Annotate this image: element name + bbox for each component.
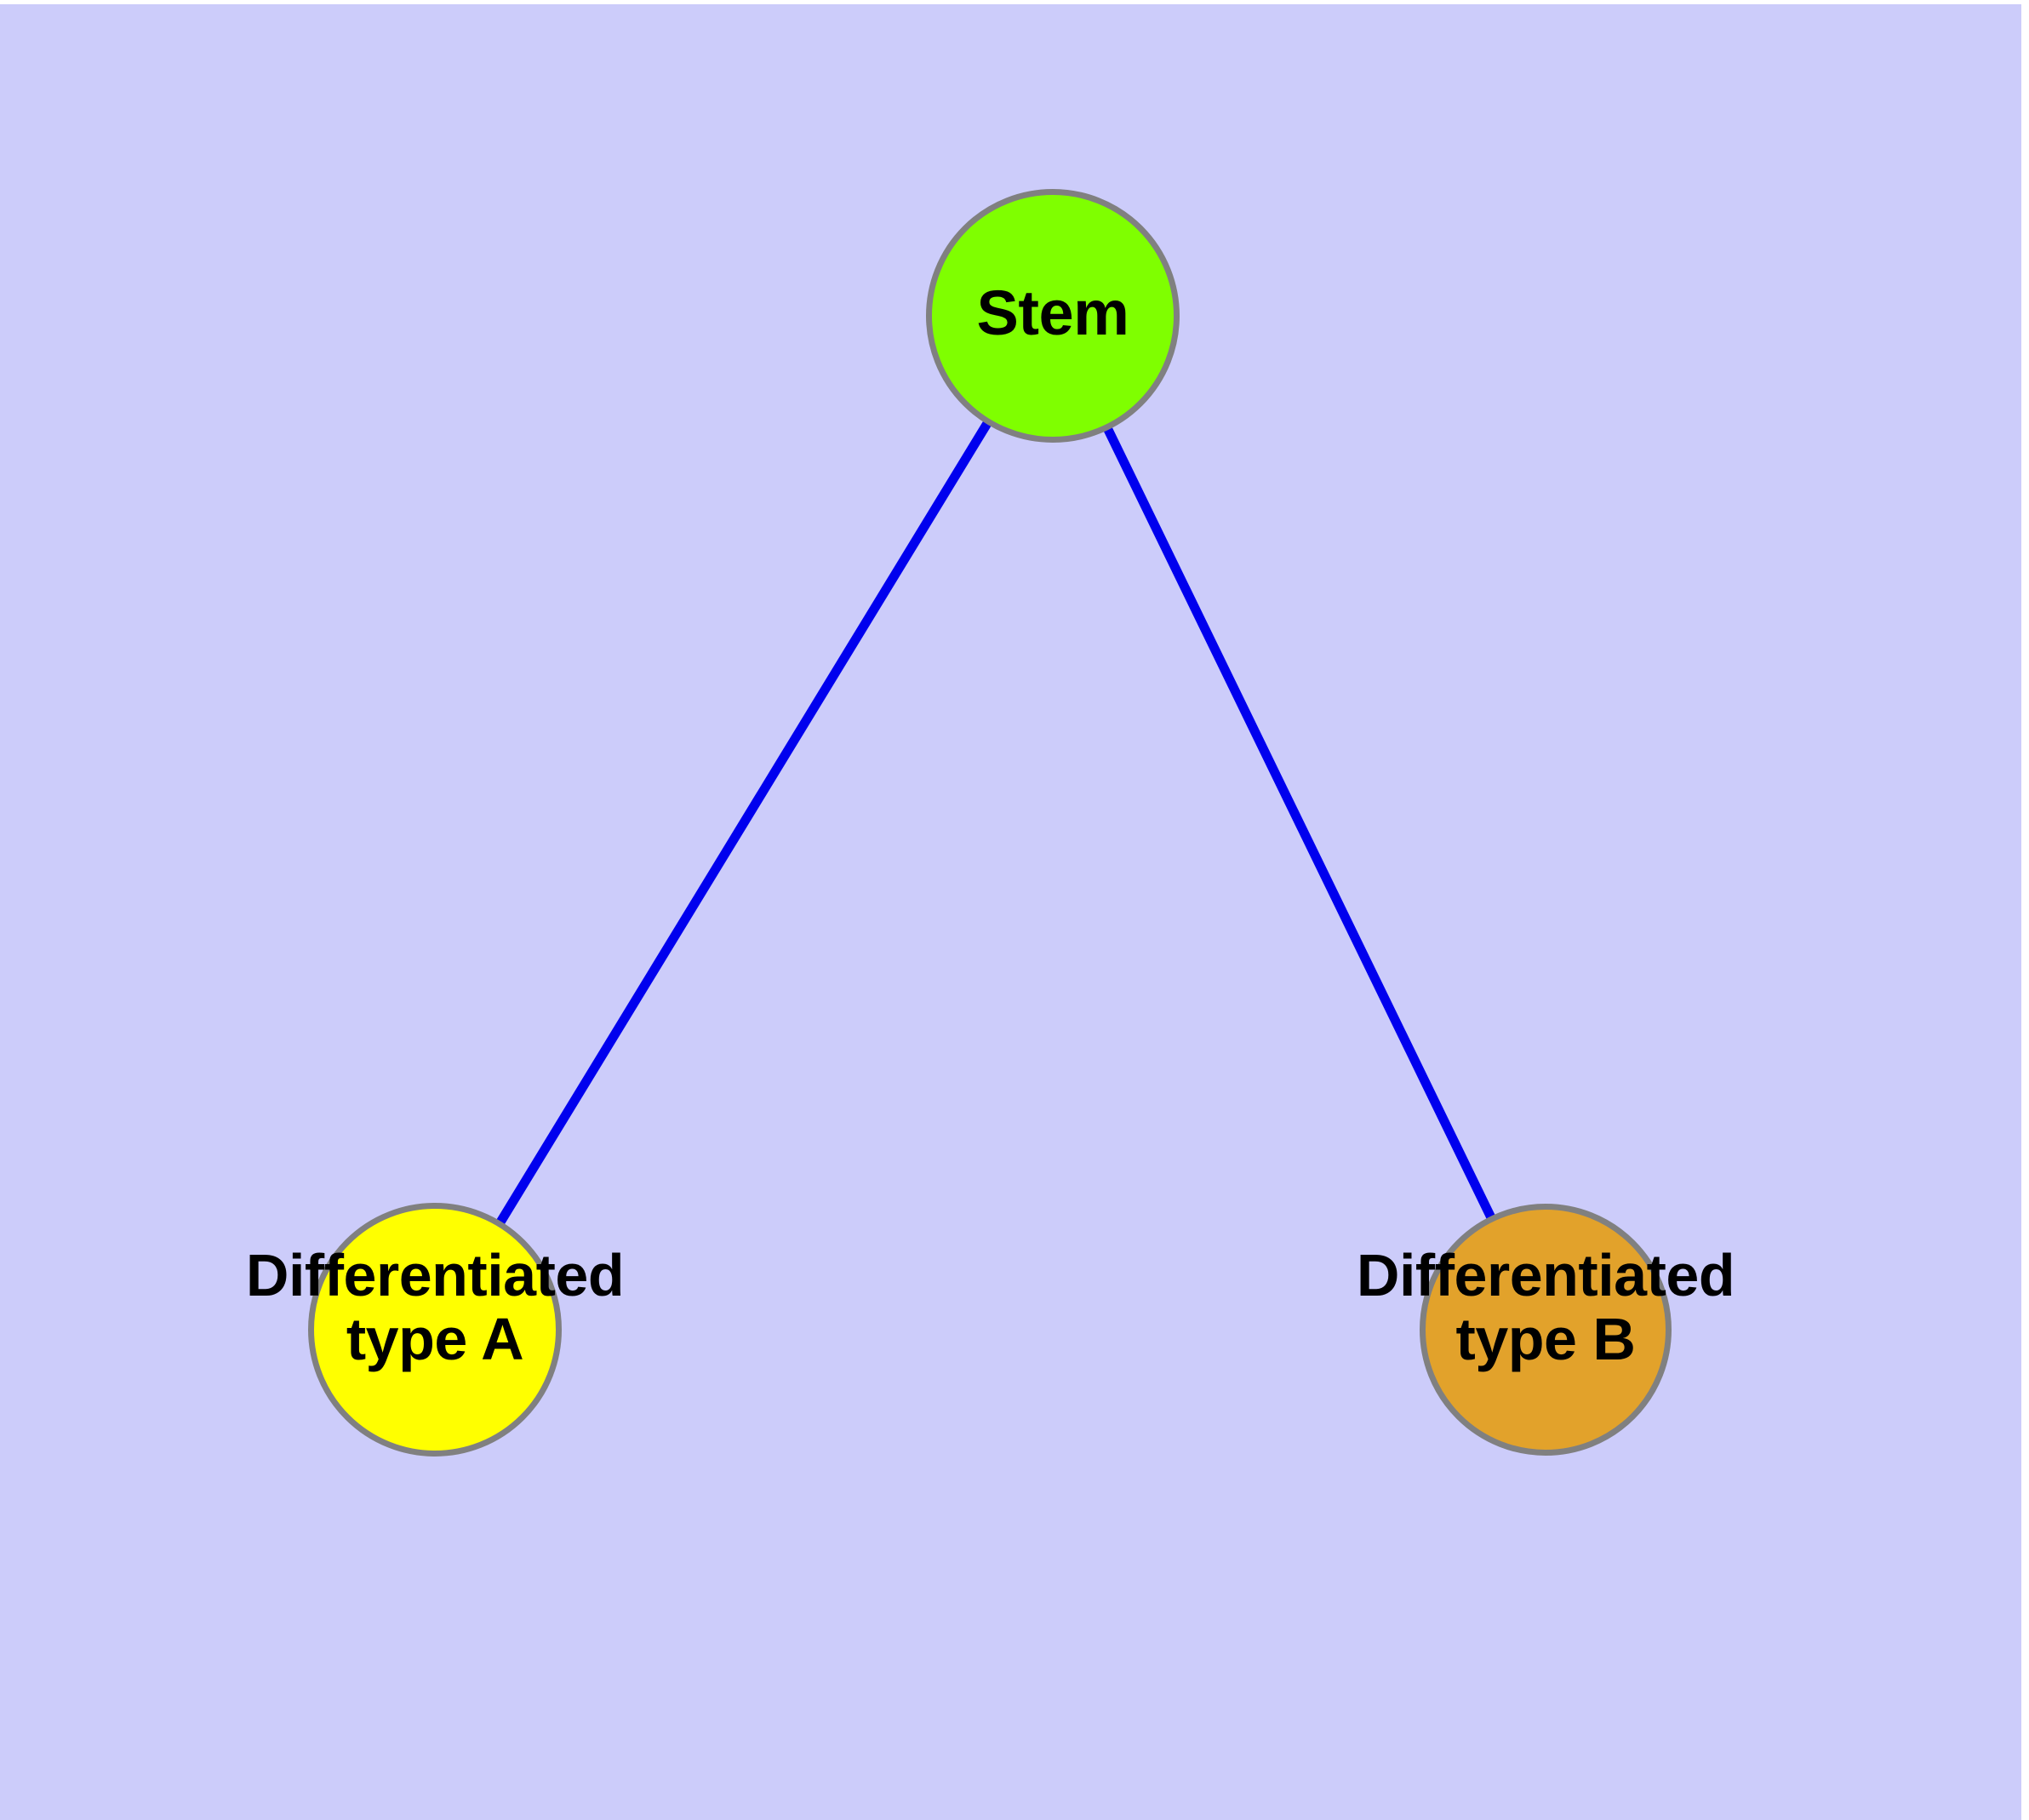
edge-layer: [431, 313, 1550, 1332]
edge-stem-to-differentiated-type-a[interactable]: [431, 313, 1057, 1332]
node-stem[interactable]: [926, 189, 1180, 443]
node-layer: [308, 189, 1672, 1457]
node-differentiated-type-b[interactable]: [1420, 1204, 1672, 1456]
node-differentiated-type-a[interactable]: [308, 1203, 562, 1457]
edge-stem-to-differentiated-type-b[interactable]: [1049, 313, 1550, 1332]
